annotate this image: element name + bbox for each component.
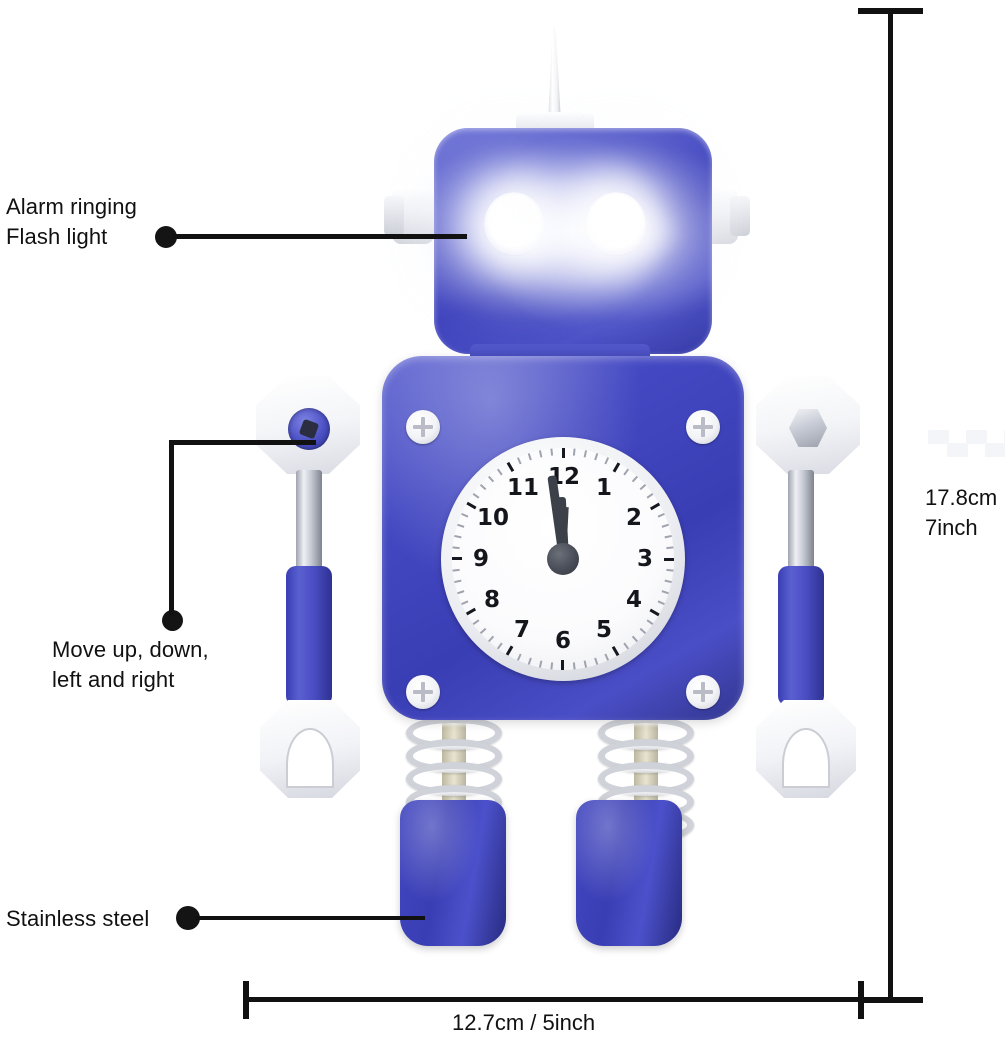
claw-opening-left xyxy=(286,728,334,788)
clock-numeral-4: 4 xyxy=(625,587,642,613)
dimension-line-width xyxy=(245,997,865,1002)
mouth-tooth xyxy=(966,430,987,444)
annotation-flash-light: Alarm ringing Flash light xyxy=(6,194,137,249)
head-knob-cap-right xyxy=(730,196,750,236)
upper-arm-steel-rod-right xyxy=(788,470,814,580)
dimension-label-width: 12.7cm / 5inch xyxy=(452,1010,596,1035)
callout-line-movement-horizontal xyxy=(169,440,316,445)
zigzag-mouth-icon xyxy=(928,430,1005,460)
clock-tick-marks xyxy=(452,448,674,670)
forearm-right xyxy=(778,566,824,706)
phillips-screw-icon-top-right xyxy=(686,410,720,444)
clock-numeral-5: 5 xyxy=(595,617,612,643)
clock-hands xyxy=(452,448,674,670)
clock-center-pin xyxy=(547,543,579,575)
callout-dot-flash-light xyxy=(155,226,177,248)
clock-numeral-1: 1 xyxy=(595,474,612,501)
mouth-tooth xyxy=(947,443,968,457)
clock-numeral-9: 9 xyxy=(472,546,489,572)
clock-numeral-11: 11 xyxy=(507,474,540,501)
phillips-screw-icon-bottom-right xyxy=(686,675,720,709)
clock-numeral-8: 8 xyxy=(483,587,500,613)
phillips-screw-icon-top-left xyxy=(406,410,440,444)
callout-dot-movement xyxy=(162,610,183,631)
antenna-icon xyxy=(548,20,561,122)
clock-numeral-10: 10 xyxy=(476,505,509,531)
boot-icon-left xyxy=(400,800,506,946)
upper-arm-steel-rod-left xyxy=(296,470,322,580)
clock-numeral-7: 7 xyxy=(513,617,530,643)
claw-opening-right xyxy=(782,728,830,788)
dimension-label-height: 17.8cm 7inch xyxy=(925,485,998,540)
annotation-movement: Move up, down, left and right xyxy=(52,637,209,692)
robot-head xyxy=(434,128,1005,457)
clock-numeral-3: 3 xyxy=(636,546,653,572)
glowing-eye-icon-right xyxy=(586,192,646,256)
dimension-cap-height-top xyxy=(858,8,923,14)
clock-numeral-2: 2 xyxy=(625,505,642,531)
callout-line-movement-vertical xyxy=(169,440,174,616)
clock-tick xyxy=(561,448,565,559)
phillips-screw-icon-bottom-left xyxy=(406,675,440,709)
glowing-eye-icon-left xyxy=(484,192,544,256)
mouth-tooth xyxy=(928,430,949,444)
boot-icon-right xyxy=(576,800,682,946)
forearm-left xyxy=(286,566,332,706)
mouth-tooth xyxy=(985,443,1005,457)
head-knob-cap-left xyxy=(384,196,404,236)
annotation-stainless-steel: Stainless steel xyxy=(6,906,150,931)
clock-numeral-6: 6 xyxy=(554,628,571,654)
dimension-cap-height-bottom xyxy=(858,997,923,1003)
callout-line-flash-light xyxy=(172,234,467,239)
dimension-cap-width-left xyxy=(243,981,249,1019)
callout-line-stainless-steel xyxy=(195,916,425,920)
dimension-cap-width-right xyxy=(858,981,864,1019)
dimension-line-height xyxy=(888,10,893,1002)
